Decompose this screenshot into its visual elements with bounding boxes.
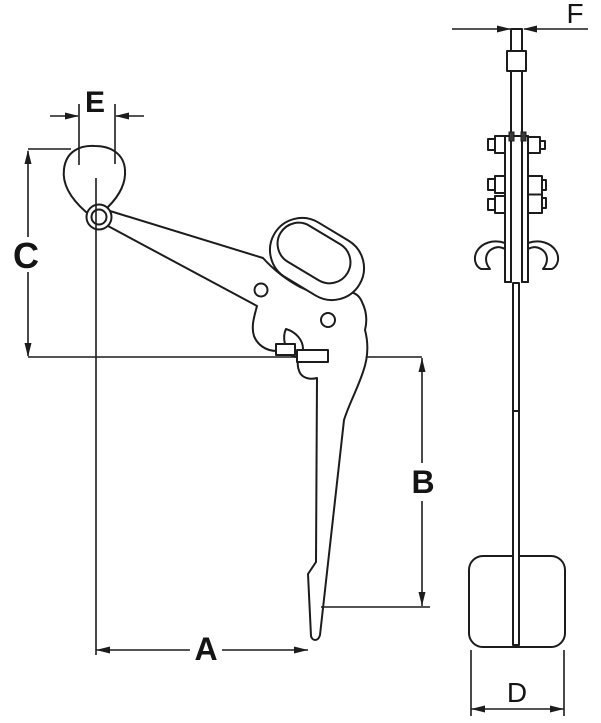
- shank-bar: [512, 282, 520, 646]
- bolt-shank-right: [520, 131, 527, 142]
- arrow-down-icon: [24, 343, 32, 357]
- handle-hole: [276, 221, 352, 285]
- front-view: F: [452, 0, 588, 716]
- jaw-pad-upper: [275, 343, 296, 356]
- dimension-label-a: A: [194, 631, 217, 667]
- arrow-up-icon: [418, 358, 426, 372]
- arrow-right-icon: [294, 646, 308, 654]
- dimension-label-c: C: [13, 235, 39, 276]
- dimension-d: D: [470, 650, 565, 716]
- arm-hole: [253, 282, 269, 298]
- arrow-left-icon: [115, 112, 129, 120]
- dimension-label-b: B: [411, 464, 434, 500]
- shackle-block: [506, 50, 527, 72]
- bolts-left: [487, 135, 506, 214]
- arrow-left-icon: [96, 646, 110, 654]
- clamp-side-outline: [62, 144, 369, 641]
- arrow-left-icon: [523, 25, 537, 33]
- dimension-label-f: F: [566, 0, 583, 29]
- dimension-a: A: [96, 631, 308, 667]
- arrow-left-icon: [471, 705, 485, 713]
- dimension-label-e: E: [85, 86, 105, 119]
- arrow-right-icon: [550, 705, 564, 713]
- clamp-front-outline: [468, 28, 566, 648]
- jaw-pad-lower: [296, 349, 329, 363]
- side-view: C B A: [13, 86, 435, 667]
- dimension-b: B: [411, 358, 435, 606]
- side-plates: [504, 135, 529, 283]
- arrow-up-icon: [24, 150, 32, 164]
- dimension-f: F: [452, 0, 588, 33]
- dimension-e: E: [50, 86, 144, 120]
- nuts-right: [527, 136, 547, 214]
- wing-handle-right: [527, 240, 560, 270]
- wing-handle-left: [473, 240, 506, 270]
- bolt-shank-left: [508, 131, 515, 142]
- arrow-down-icon: [418, 592, 426, 606]
- arrow-right-icon: [497, 25, 511, 33]
- dimension-label-d: D: [507, 677, 527, 708]
- pivot-pin-hole: [90, 208, 108, 226]
- lifting-eye: [62, 144, 127, 215]
- body-hole: [320, 312, 336, 328]
- reference-lines: [78, 104, 430, 655]
- dimension-c: C: [13, 148, 71, 357]
- upper-stem: [510, 70, 523, 137]
- shackle-stem: [510, 28, 523, 52]
- arrow-right-icon: [65, 112, 79, 120]
